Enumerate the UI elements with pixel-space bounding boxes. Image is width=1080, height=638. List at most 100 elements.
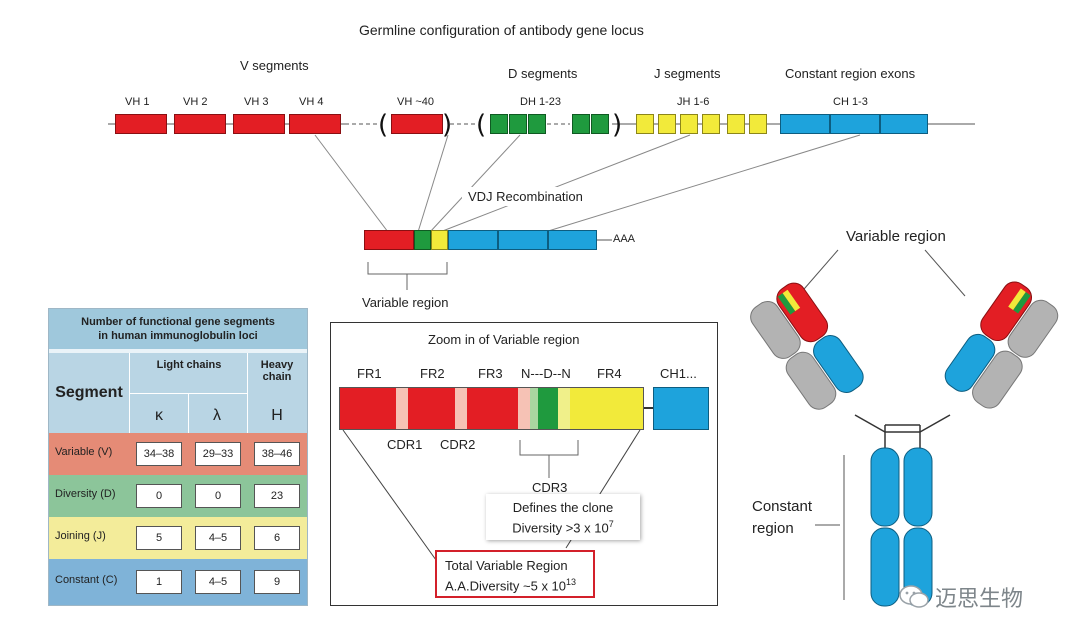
zoom-title: Zoom in of Variable region: [428, 332, 580, 347]
fr2-label: FR2: [420, 366, 445, 381]
total-exponent: 13: [566, 577, 577, 587]
ch1-label: CH1...: [660, 366, 697, 381]
c-exons-label: Constant region exons: [785, 66, 916, 81]
lambda-header: λ: [213, 407, 221, 424]
watermark: 迈思生物: [899, 581, 1023, 613]
vh40-segment: [391, 114, 443, 134]
constant-region-line2: region: [752, 520, 794, 537]
table-row: Variable (V) 34–38 29–33 38–46: [49, 433, 307, 475]
segment-header: Segment: [55, 384, 123, 401]
jh-label: JH 1-6: [677, 96, 710, 108]
vh40-label: VH ~40: [397, 96, 434, 108]
cell-heavy: 9: [254, 570, 300, 594]
cell-kappa: 5: [136, 526, 182, 550]
fr4-label: FR4: [597, 366, 622, 381]
cdr3-label: CDR3: [532, 480, 568, 495]
d-segments-label: D segments: [508, 66, 578, 81]
vh4-segment: [289, 114, 341, 134]
mrna-c-part: [448, 230, 498, 250]
table-row: Diversity (D) 0 0 23: [49, 475, 307, 517]
h-header: H: [271, 407, 283, 424]
d-segment: [509, 114, 527, 134]
row-name: Joining (J): [55, 530, 106, 542]
j-segment: [727, 114, 745, 134]
dh-label: DH 1-23: [520, 96, 561, 108]
fr1-label: FR1: [357, 366, 382, 381]
n-block: [518, 388, 530, 429]
cell-kappa: 1: [136, 570, 182, 594]
gene-segment-table-panel: Number of functional gene segments in hu…: [48, 308, 308, 606]
clone-line2: Diversity >3 x 107: [486, 516, 640, 536]
heavy-chain-header: Heavy chain: [260, 359, 294, 383]
d-segment: [591, 114, 609, 134]
table-row: Joining (J) 5 4–5 6: [49, 517, 307, 559]
total-line2: A.A.Diversity ~5 x 1013: [445, 574, 593, 594]
cdr2-block: [455, 388, 467, 429]
fr4-block: [570, 388, 643, 429]
cell-heavy: 38–46: [254, 442, 300, 466]
mrna-v-part: [364, 230, 414, 250]
vh2-label: VH 2: [183, 96, 208, 108]
table-title-line1: Number of functional gene segments: [81, 316, 275, 328]
antibody-variable-region-label: Variable region: [846, 228, 946, 245]
mrna-d-part: [414, 230, 431, 250]
fr1-block: [340, 388, 396, 429]
cdr2-label: CDR2: [440, 437, 476, 452]
poly-a-tail: AAA: [613, 233, 636, 245]
total-diversity-box: Total Variable Region A.A.Diversity ~5 x…: [435, 550, 595, 598]
vh3-label: VH 3: [244, 96, 269, 108]
cdr1-block: [396, 388, 408, 429]
cell-lambda: 29–33: [195, 442, 241, 466]
c-exon: [880, 114, 928, 134]
d-segment: [528, 114, 546, 134]
watermark-text: 迈思生物: [935, 587, 1024, 612]
j-segment: [749, 114, 767, 134]
variable-region-bar: [339, 387, 644, 430]
total-line2-text: A.A.Diversity ~5 x 10: [445, 578, 567, 594]
vh3-segment: [233, 114, 285, 134]
vh1-label: VH 1: [125, 96, 150, 108]
cell-lambda: 4–5: [195, 570, 241, 594]
clone-line1: Defines the clone: [512, 500, 614, 515]
d-segment: [490, 114, 508, 134]
vh2-segment: [174, 114, 226, 134]
cell-heavy: 6: [254, 526, 300, 550]
j-segment: [702, 114, 720, 134]
mrna-c-part: [548, 230, 597, 250]
vdj-recombination-label: VDJ Recombination: [462, 187, 589, 206]
clone-exponent: 7: [608, 519, 614, 529]
vh4-label: VH 4: [299, 96, 324, 108]
wechat-icon: [899, 585, 929, 609]
v-segments-label: V segments: [240, 58, 309, 73]
kappa-header: κ: [155, 407, 163, 424]
n-block: [558, 388, 570, 429]
j-segment: [636, 114, 654, 134]
cell-heavy: 23: [254, 484, 300, 508]
clone-diversity-box: Defines the clone Diversity >3 x 107: [486, 494, 640, 540]
constant-region-line1: Constant: [752, 498, 813, 515]
constant-region-label: Constant region: [752, 496, 812, 540]
svg-text:(: (: [476, 110, 486, 140]
j-segment: [658, 114, 676, 134]
table-title: Number of functional gene segments in hu…: [49, 309, 307, 349]
j-segment: [680, 114, 698, 134]
cell-kappa: 34–38: [136, 442, 182, 466]
mrna-c-part: [498, 230, 548, 250]
ch1-block: [653, 387, 709, 430]
mrna-j-part: [431, 230, 448, 250]
cell-lambda: 4–5: [195, 526, 241, 550]
c-exon: [780, 114, 830, 134]
row-name: Diversity (D): [55, 488, 116, 500]
cell-kappa: 0: [136, 484, 182, 508]
row-name: Variable (V): [55, 446, 113, 458]
vh1-segment: [115, 114, 167, 134]
ndn-label: N---D--N: [521, 366, 571, 381]
table-row: Constant (C) 1 4–5 9: [49, 559, 307, 605]
svg-text:): ): [612, 110, 622, 140]
fr3-label: FR3: [478, 366, 503, 381]
j-segments-label: J segments: [654, 66, 721, 81]
ch-label: CH 1-3: [833, 96, 868, 108]
table-title-line2: in human immunoglobulin loci: [98, 330, 258, 342]
svg-text:): ): [442, 110, 452, 140]
d-block: [538, 388, 558, 429]
